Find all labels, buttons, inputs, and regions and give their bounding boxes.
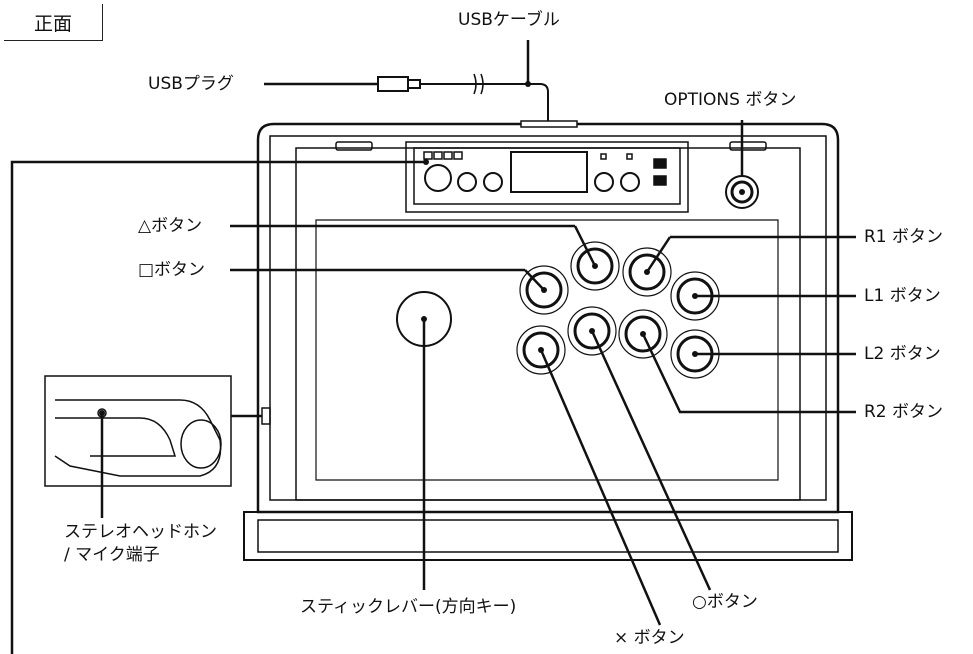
- device-bezel: [269, 135, 827, 501]
- control-strip-inner: [413, 147, 681, 205]
- label-usb-cable: USBケーブル: [458, 10, 560, 30]
- label-usb-plug: USBプラグ: [148, 74, 234, 94]
- button-triangle: [570, 241, 620, 291]
- inset-detail: [44, 375, 232, 487]
- touchpad: [510, 151, 588, 193]
- label-headset-jack-1: ステレオヘッドホン: [64, 522, 217, 542]
- leader-square-b: [524, 269, 545, 291]
- leader-triangle-b: [573, 225, 597, 267]
- leader-r2: [641, 333, 856, 414]
- button-square: [519, 265, 569, 315]
- view-tag: 正面: [4, 4, 103, 41]
- cable-strain-relief: [520, 120, 578, 128]
- label-options-button: OPTIONS ボタン: [664, 90, 797, 110]
- leader-circle: [590, 330, 712, 591]
- share-button: [457, 172, 477, 192]
- switch-2: [653, 175, 667, 186]
- usb-plug-tip: [407, 79, 421, 89]
- usb-plug: [377, 76, 409, 92]
- leader-r1-b: [645, 236, 672, 273]
- button-r2: [618, 309, 668, 359]
- options-button: [730, 180, 754, 204]
- led-2: [433, 151, 443, 160]
- label-r1-button: R1 ボタン: [864, 227, 944, 247]
- switch-1: [653, 158, 667, 169]
- inner-play-area: [315, 219, 779, 481]
- label-l1-button: L1 ボタン: [864, 286, 941, 306]
- front-lip-inner: [257, 519, 839, 553]
- led-1: [423, 151, 433, 160]
- led-4: [453, 151, 463, 160]
- hinge-right: [729, 141, 767, 151]
- button-circle: [567, 306, 617, 356]
- top-panel: [295, 147, 801, 501]
- label-cross-button: × ボタン: [614, 628, 685, 648]
- indicator-2: [626, 153, 633, 160]
- label-headset-jack-2: / マイク端子: [64, 545, 160, 565]
- button-r1: [622, 247, 672, 297]
- label-stick-lever: スティックレバー(方向キー): [300, 597, 517, 617]
- leader-control-strip: [10, 160, 426, 654]
- indicator-1: [600, 153, 607, 160]
- usb-cable-line: [380, 83, 549, 124]
- hinge-left: [335, 141, 373, 151]
- led-3: [443, 151, 453, 160]
- home-button: [424, 164, 452, 192]
- device-body: [256, 122, 840, 514]
- control-strip: [405, 141, 689, 213]
- label-triangle-button: △ボタン: [138, 216, 203, 236]
- button-cross: [516, 325, 566, 375]
- leader-cross: [539, 349, 662, 626]
- strip-button-3: [483, 172, 503, 192]
- strip-button-5: [620, 172, 640, 192]
- cable-break: [473, 73, 484, 95]
- label-square-button: □ボタン: [138, 260, 206, 280]
- label-r2-button: R2 ボタン: [864, 402, 944, 422]
- label-l2-button: L2 ボタン: [864, 344, 941, 364]
- label-circle-button: ○ボタン: [692, 592, 758, 612]
- front-lip: [243, 511, 853, 561]
- strip-button-4: [594, 172, 614, 192]
- side-jack: [261, 407, 271, 425]
